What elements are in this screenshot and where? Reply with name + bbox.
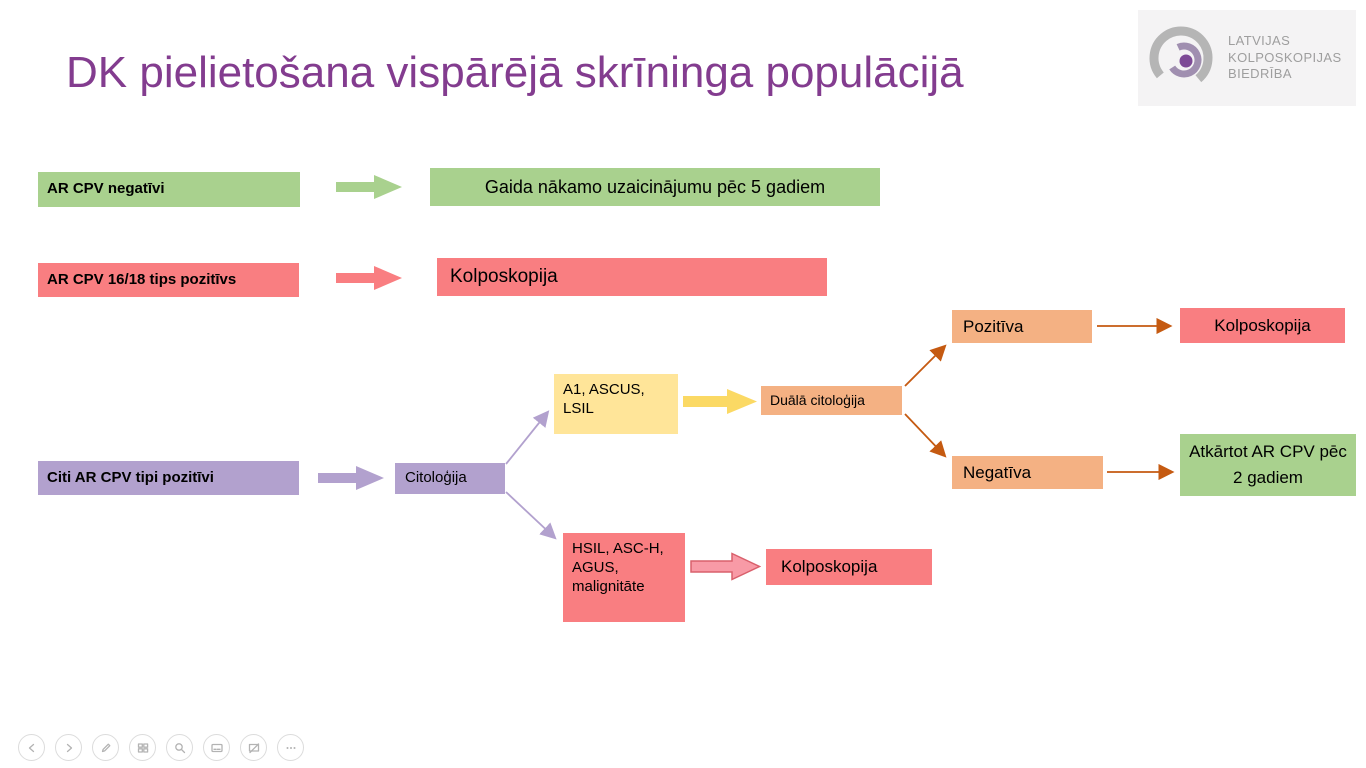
node-kolposkopija-1618: Kolposkopija [437,258,827,296]
pen-button[interactable] [92,734,119,761]
node-pozitiva: Pozitīva [952,310,1092,343]
yellow-arrow-right-icon [683,389,757,414]
next-slide-button[interactable] [55,734,82,761]
organization-logo: LATVIJAS KOLPOSKOPIJAS BIEDRĪBA [1138,10,1356,106]
subtitles-button[interactable] [203,734,230,761]
connector-dual-to-pozitiva-icon [904,344,947,387]
node-ar-cpv-negativi: AR CPV negatīvi [38,172,300,207]
previous-slide-button[interactable] [18,734,45,761]
zoom-icon [174,742,185,753]
logo-text-line3: BIEDRĪBA [1228,66,1292,82]
node-kolposkopija-high-grade: Kolposkopija [766,549,932,585]
see-all-slides-button[interactable] [129,734,156,761]
connector-negativa-to-atkartot-icon [1107,463,1175,481]
purple-arrow-right-icon [318,466,384,490]
black-screen-icon [248,742,259,753]
node-citi-ar-cpv-pozitivi: Citi AR CPV tipi pozitīvi [38,461,299,495]
logo-text-line2: KOLPOSKOPIJAS [1228,49,1342,65]
slideshow-toolbar [18,734,304,761]
logo-text-line1: LATVIJAS [1228,32,1291,48]
connector-citologija-to-high-grade-icon [505,491,557,540]
black-screen-button[interactable] [240,734,267,761]
connector-citologija-to-low-grade-icon [505,410,550,465]
previous-slide-icon [28,743,34,752]
logo-text: LATVIJAS KOLPOSKOPIJAS BIEDRĪBA [1228,33,1342,84]
pen-icon [101,743,110,752]
connector-dual-to-negativa-icon [904,413,947,458]
connector-pozitiva-to-kolposkopija-icon [1097,317,1173,335]
green-arrow-right-icon [336,175,402,199]
node-atkartot-ar-cpv: Atkārtot AR CPV pēc 2 gadiem [1180,434,1356,496]
red-arrow-right-icon [336,266,402,290]
node-kolposkopija-pozitiva: Kolposkopija [1180,308,1345,343]
node-citologija: Citoloģija [395,463,505,494]
see-all-slides-icon [137,742,148,753]
kolposkopija-logo-icon [1149,26,1213,90]
more-options-button[interactable] [277,734,304,761]
next-slide-icon [66,743,72,752]
subtitles-icon [210,743,223,752]
node-ar-cpv-16-18-pozitivs: AR CPV 16/18 tips pozitīvs [38,263,299,297]
node-a1-ascus-lsil: A1, ASCUS, LSIL [554,374,678,434]
slide-title: DK pielietošana vispārējā skrīninga popu… [66,48,964,97]
node-duala-citologija: Duālā citoloģija [761,386,902,415]
node-negativa: Negatīva [952,456,1103,489]
node-gaida-uzaicinajumu: Gaida nākamo uzaicinājumu pēc 5 gadiem [430,168,880,206]
zoom-button[interactable] [166,734,193,761]
more-options-icon [286,746,295,749]
pink-arrow-right-icon [690,552,761,581]
node-hsil-asch-agus: HSIL, ASC-H, AGUS, malignitāte [563,533,685,622]
